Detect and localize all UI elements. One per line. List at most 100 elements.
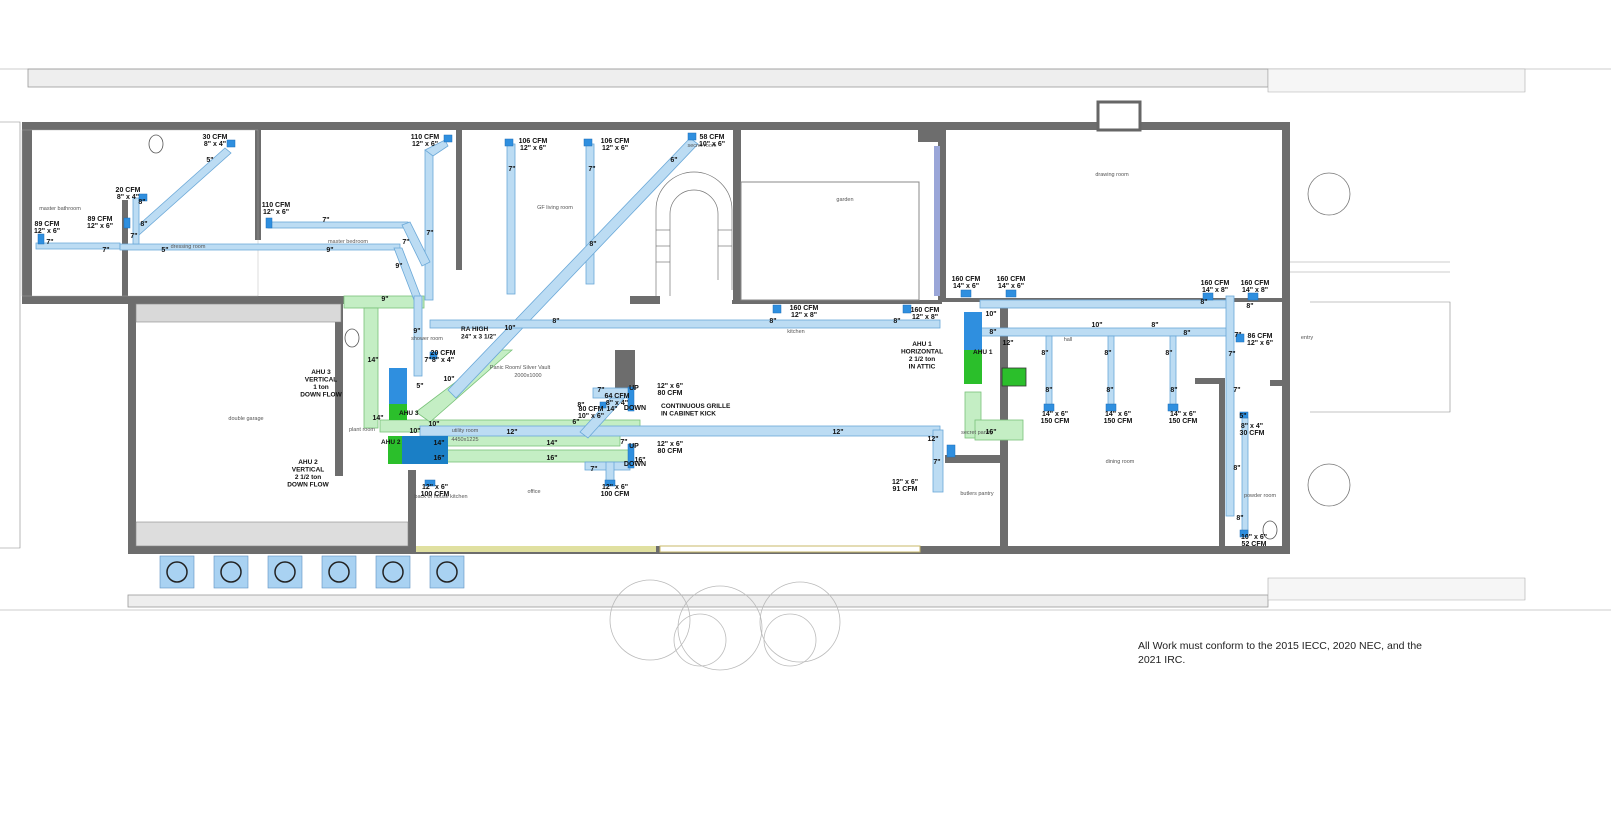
duct-size-label: 7" <box>402 239 409 246</box>
duct-size-label: 9" <box>326 247 333 254</box>
air-handler-units <box>388 312 1027 464</box>
duct-size-label: 7" <box>130 233 137 240</box>
spiral-stair <box>655 171 733 296</box>
duct-size-label: 7" <box>588 166 595 173</box>
grille-direction-tag: UP <box>629 385 639 392</box>
garden-court <box>740 146 940 301</box>
duct-size-label: 12" <box>832 429 843 436</box>
duct-size-label: 5" <box>1239 413 1246 420</box>
supply-register-label: 14" x 6"150 CFM <box>1041 411 1070 425</box>
room-label: dining room <box>1106 459 1135 465</box>
duct-size-label: 10" <box>428 421 439 428</box>
duct-size-label: 16" <box>985 429 996 436</box>
duct-size-label: 8" <box>769 318 776 325</box>
room-label: master bathroom <box>39 206 81 212</box>
duct-size-label: 10" <box>443 376 454 383</box>
duct-size-label: 8" <box>1151 322 1158 329</box>
duct-size-label: 5" <box>161 247 168 254</box>
duct-size-label: 7" <box>322 217 329 224</box>
ahu-unit-tag: AHU 1 <box>973 349 993 356</box>
duct-size-label: 7" <box>1233 387 1240 394</box>
duct-size-label: 8" <box>577 402 584 409</box>
room-label: 2000x1000 <box>514 373 541 379</box>
duct-size-label: 16" <box>634 457 645 464</box>
room-label: shower room <box>411 336 443 342</box>
room-label: 4450x1225 <box>451 437 478 443</box>
condenser-unit <box>321 555 357 589</box>
duct-size-label: 8" <box>893 318 900 325</box>
duct-size-label: 7" <box>102 247 109 254</box>
duct-size-label: 7" <box>1234 332 1241 339</box>
room-label: secret room <box>687 143 716 149</box>
duct-size-label: 7" <box>933 459 940 466</box>
site-boundary <box>0 68 1611 611</box>
duct-size-label: 14" <box>546 440 557 447</box>
duct-size-label: 8" <box>1104 350 1111 357</box>
duct-size-label: 8" <box>1170 387 1177 394</box>
duct-size-label: 14" <box>372 415 383 422</box>
room-label: drawing room <box>1095 172 1129 178</box>
duct-size-label: 9" <box>395 263 402 270</box>
condenser-unit <box>375 555 411 589</box>
duct-size-label: 8" <box>1165 350 1172 357</box>
duct-size-label: 7" <box>46 239 53 246</box>
code-compliance-note: All Work must conform to the 2015 IECC, … <box>1138 640 1423 666</box>
duct-size-label: 8" <box>989 329 996 336</box>
duct-size-label: 7" <box>424 357 431 364</box>
room-label: master bedroom <box>328 239 368 245</box>
garage-fittings <box>135 303 921 553</box>
duct-size-label: 12" <box>1002 340 1013 347</box>
duct-size-label: 10" <box>985 311 996 318</box>
condenser-unit <box>267 555 303 589</box>
duct-size-label: 9" <box>381 296 388 303</box>
condenser-unit <box>213 555 249 589</box>
duct-size-label: 12" <box>506 429 517 436</box>
duct-size-label: 10" <box>409 428 420 435</box>
duct-size-label: 5" <box>416 383 423 390</box>
duct-size-labels: 5"6"8"8"7"7"7"5"9"7"7"7"7"7"8"9"9"9"10"8… <box>46 157 1253 522</box>
duct-size-label: 7" <box>590 466 597 473</box>
duct-size-label: 8" <box>138 199 145 206</box>
duct-size-label: 10" <box>1091 322 1102 329</box>
room-label: secret pantry <box>961 430 993 436</box>
duct-size-label: 8" <box>1041 350 1048 357</box>
condenser-units <box>159 555 465 589</box>
room-label: office <box>527 489 540 495</box>
room-labels: master bathroom dressing room master bedro… <box>39 143 1313 500</box>
duct-size-label: 6" <box>572 419 579 426</box>
duct-size-label: 14" <box>606 406 617 413</box>
room-label: GF living room <box>537 205 573 211</box>
room-label: dressing room <box>171 244 206 250</box>
supply-register-label: 10" x 6"52 CFM <box>1241 534 1267 548</box>
supply-register-label: 12" x 6"91 CFM <box>892 479 918 493</box>
supply-register-label: 12" x 6"80 CFM <box>657 383 683 397</box>
supply-register-label: 12" x 6"100 CFM <box>421 484 450 498</box>
room-label: powder room <box>1244 493 1277 499</box>
duct-size-label: 14" <box>433 440 444 447</box>
condenser-unit <box>429 555 465 589</box>
duct-size-label: 8" <box>1233 465 1240 472</box>
